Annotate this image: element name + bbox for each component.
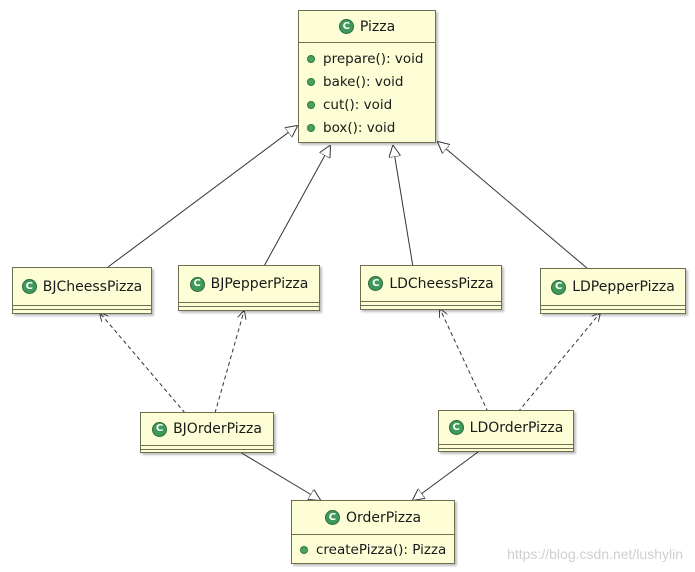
class-ldorderpizza-header: C LDOrderPizza [439,411,573,445]
class-pizza-name: Pizza [359,18,396,35]
attribute-compartment [439,445,573,449]
class-bjpepperpizza[interactable]: C BJPepperPizza [178,265,320,311]
class-ldcheesspizza-header: C LDCheessPizza [361,266,501,302]
class-icon: C [152,421,168,437]
attribute-compartment [361,302,501,306]
attribute-compartment [141,446,273,450]
method-item: prepare(): void [299,47,435,70]
class-icon: C [368,276,384,291]
class-icon: C [189,276,205,292]
class-pizza-header: C Pizza [299,11,435,43]
class-bjorderpizza-name: BJOrderPizza [173,421,262,437]
attribute-compartment [179,303,319,307]
class-icon: C [324,510,340,525]
class-bjorderpizza-header: C BJOrderPizza [141,413,273,446]
class-ldpepperpizza-header: C LDPepperPizza [541,269,685,306]
method-label: prepare(): void [323,50,424,67]
inherit-ldcheess-pizza [393,146,414,268]
inherit-bjpepper-pizza [262,146,330,269]
class-pizza-methods: prepare(): void bake(): void cut(): void… [299,43,435,139]
method-item: createPizza(): Pizza [292,538,454,561]
method-label: bake(): void [323,73,404,90]
public-method-icon [307,100,315,109]
class-bjpepperpizza-name: BJPepperPizza [210,276,309,292]
method-item: cut(): void [299,93,435,116]
public-method-icon [307,123,315,132]
class-ldpepperpizza-name: LDPepperPizza [572,279,675,295]
public-method-icon [300,545,308,554]
public-method-icon [307,54,315,63]
inherit-bjcheess-pizza [107,126,297,268]
class-icon: C [21,279,37,294]
class-bjpepperpizza-header: C BJPepperPizza [179,266,319,303]
class-bjcheesspizza[interactable]: C BJCheessPizza [12,267,152,314]
method-label: createPizza(): Pizza [316,541,447,558]
method-item: box(): void [299,116,435,139]
class-ldorderpizza-name: LDOrderPizza [469,419,564,436]
inherit-ldpepper-pizza [438,142,589,270]
class-icon: C [448,420,464,435]
dep-ldorder-ldpepper [517,313,600,413]
class-orderpizza-header: C OrderPizza [292,501,454,535]
class-bjorderpizza[interactable]: C BJOrderPizza [140,412,274,453]
inherit-bjorder-orderpizza [239,451,320,500]
attribute-compartment [13,306,151,310]
class-orderpizza-methods: createPizza(): Pizza [292,535,454,561]
class-ldorderpizza[interactable]: C LDOrderPizza [438,410,574,452]
method-item: bake(): void [299,70,435,93]
method-label: cut(): void [323,96,393,113]
method-label: box(): void [323,119,396,136]
inherit-ldorder-orderpizza [413,451,479,500]
class-icon: C [551,279,567,295]
class-orderpizza[interactable]: C OrderPizza createPizza(): Pizza [291,500,455,564]
class-ldpepperpizza[interactable]: C LDPepperPizza [540,268,686,314]
class-ldcheesspizza[interactable]: C LDCheessPizza [360,265,502,310]
dep-bjorder-bjcheess [100,313,186,414]
public-method-icon [307,77,315,86]
class-orderpizza-name: OrderPizza [345,509,422,526]
dep-bjorder-bjpepper [214,311,244,414]
class-bjcheesspizza-header: C BJCheessPizza [13,268,151,306]
class-icon: C [338,19,354,34]
attribute-compartment [541,306,685,310]
class-pizza[interactable]: C Pizza prepare(): void bake(): void cut… [298,10,436,143]
watermark: https://blog.csdn.net/lushylin [507,546,683,562]
class-bjcheesspizza-name: BJCheessPizza [42,278,143,295]
class-ldcheesspizza-name: LDCheessPizza [389,275,494,292]
dep-ldorder-ldcheess [440,309,489,413]
